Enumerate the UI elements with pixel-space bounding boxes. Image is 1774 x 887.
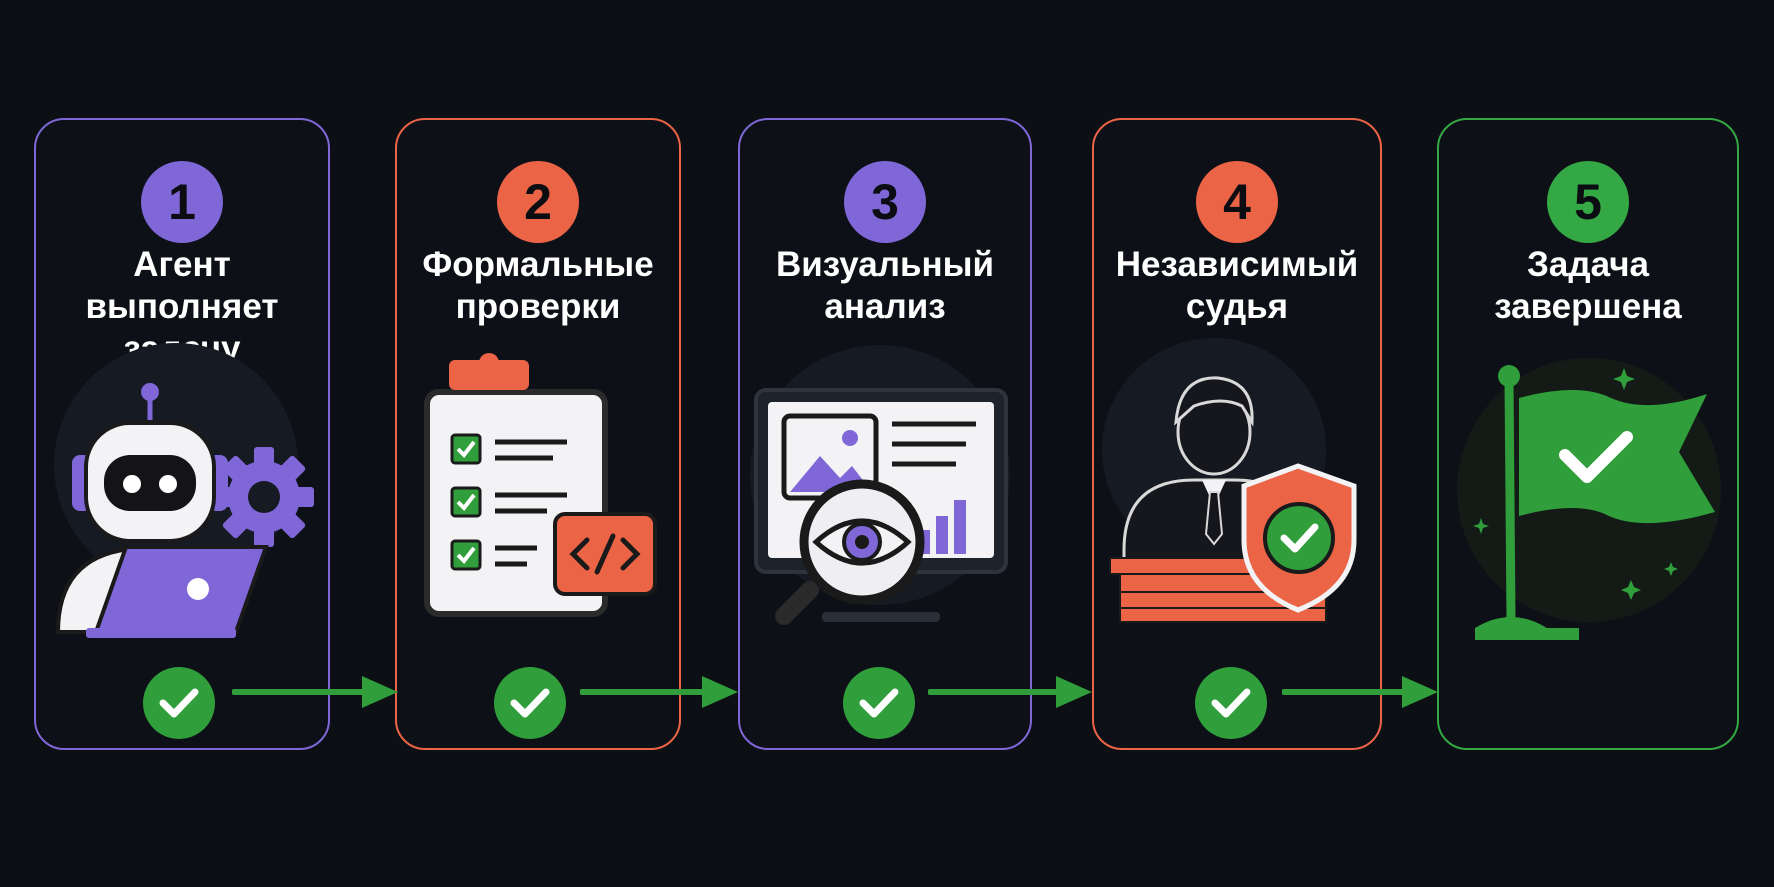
monitor-magnifier-eye-icon [750, 345, 1010, 625]
step-title-line: Агент [133, 245, 231, 284]
step-number-badge: 4 [1196, 161, 1278, 243]
step-number-badge: 5 [1547, 161, 1629, 243]
step-title-line: Визуальный [775, 245, 995, 284]
step-title-line: проверки [455, 287, 621, 326]
judge-shield-icon [1102, 338, 1357, 623]
step-card-3: 3 Визуальный анализ [738, 118, 1032, 750]
check-icon [143, 667, 215, 739]
robot-with-laptop-icon [54, 343, 314, 638]
step-title-line: выполняет [85, 287, 279, 326]
green-flag-icon [1457, 358, 1721, 640]
arrow-right-icon [1282, 676, 1438, 708]
step-number-badge: 2 [497, 161, 579, 243]
arrow-right-icon [232, 676, 398, 708]
step-title-line: анализ [824, 287, 946, 326]
step-title-line: завершена [1494, 287, 1682, 326]
step-number-badge: 1 [141, 161, 223, 243]
step-title-line: Задача [1527, 245, 1649, 284]
step-card-2: 2 Формальные проверки [395, 118, 681, 750]
arrow-right-icon [928, 676, 1092, 708]
checklist-clipboard-icon [424, 353, 657, 617]
step-card-1: 1 Агент выполняет задачу [34, 118, 330, 750]
step-number-badge: 3 [844, 161, 926, 243]
step-title: Задача завершена [1439, 244, 1737, 328]
step-card-4: 4 Независимый судья [1092, 118, 1382, 750]
check-icon [843, 667, 915, 739]
check-icon [1195, 667, 1267, 739]
step-title-line: Формальные [422, 245, 654, 284]
step-title: Формальные проверки [397, 244, 679, 328]
step-title: Независимый судья [1094, 244, 1380, 328]
step-title-line: судья [1185, 287, 1289, 326]
step-title-line: Независимый [1115, 245, 1359, 284]
check-icon [494, 667, 566, 739]
step-title: Визуальный анализ [740, 244, 1030, 328]
arrow-right-icon [580, 676, 738, 708]
step-card-5: 5 Задача завершена [1437, 118, 1739, 750]
